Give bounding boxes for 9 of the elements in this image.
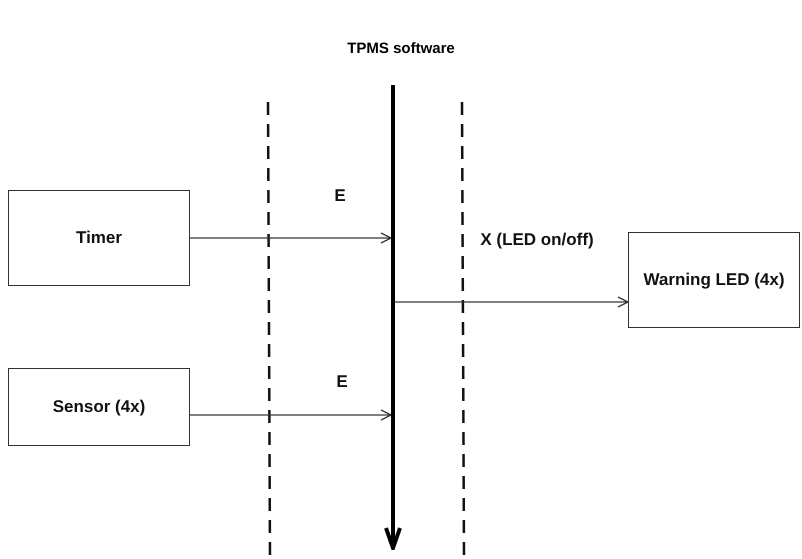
process-box: Timer — [8, 190, 190, 286]
edge-label: X (LED on/off) — [478, 230, 596, 250]
arrow — [190, 232, 392, 244]
arrow — [395, 296, 629, 308]
process-box: Warning LED (4x) — [628, 232, 800, 328]
arrow — [190, 409, 392, 421]
process-arrow — [384, 85, 402, 550]
process-box: Sensor (4x) — [8, 368, 190, 446]
diagram-title: TPMS software — [347, 40, 455, 57]
